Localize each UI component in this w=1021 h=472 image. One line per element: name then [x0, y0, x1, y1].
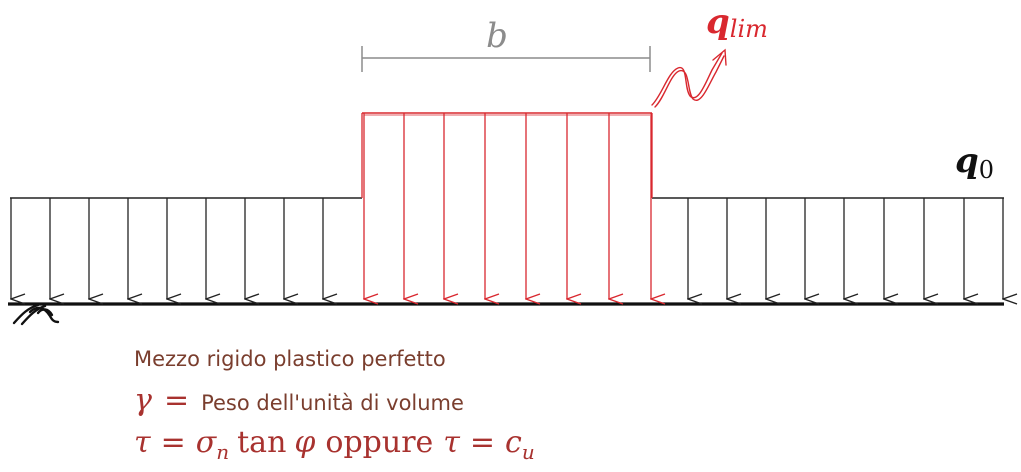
width-dimension-line [361, 46, 651, 72]
surcharge-load-right [652, 197, 1004, 299]
limit-load-label: qlim [706, 2, 768, 43]
surcharge-label: q0 [955, 141, 994, 184]
ground-support-hatch-icon [12, 303, 60, 326]
width-label: b [486, 16, 508, 56]
surcharge-load-left [10, 197, 362, 299]
unit-weight-note: γ=Peso dell'unità di volume [134, 383, 464, 418]
squiggle-arrow-icon [651, 48, 727, 108]
material-note: Mezzo rigido plastico perfetto [134, 347, 446, 371]
limit-load-block [361, 112, 652, 299]
